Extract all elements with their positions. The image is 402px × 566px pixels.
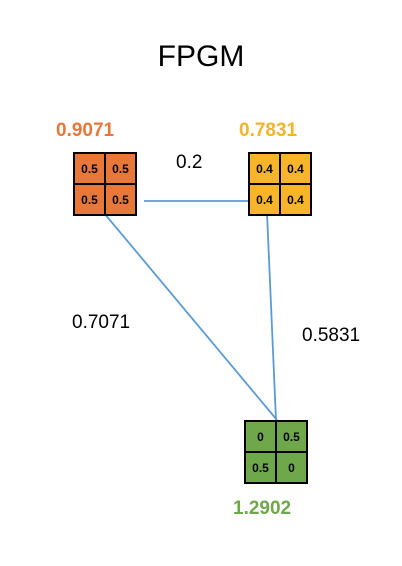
edge-yellow-green — [266, 212, 277, 421]
node-matrix-orange: 0.5 0.5 0.5 0.5 — [73, 152, 137, 216]
matrix-cell: 0.4 — [280, 184, 311, 215]
diagram-title: FPGM — [157, 40, 245, 73]
matrix-cell: 0.5 — [74, 153, 105, 184]
matrix-cell: 0.5 — [105, 184, 136, 215]
edge-label-orange-green: 0.7071 — [72, 312, 131, 333]
matrix-cell: 0.5 — [276, 421, 307, 452]
matrix-cell: 0 — [276, 452, 307, 483]
edge-label-orange-yellow: 0.2 — [176, 152, 203, 173]
edge-label-yellow-green: 0.5831 — [302, 325, 361, 346]
matrix-cell: 0.5 — [105, 153, 136, 184]
edge-orange-green — [103, 212, 278, 421]
node-score-green: 1.2902 — [233, 498, 292, 519]
matrix-cell: 0.5 — [74, 184, 105, 215]
node-matrix-green: 0 0.5 0.5 0 — [244, 420, 308, 484]
node-score-yellow: 0.7831 — [239, 120, 298, 141]
matrix-cell: 0.4 — [280, 153, 311, 184]
matrix-cell: 0.4 — [249, 153, 280, 184]
node-score-orange: 0.9071 — [56, 120, 115, 141]
matrix-cell: 0.5 — [245, 452, 276, 483]
node-matrix-yellow: 0.4 0.4 0.4 0.4 — [248, 152, 312, 216]
matrix-cell: 0.4 — [249, 184, 280, 215]
matrix-cell: 0 — [245, 421, 276, 452]
